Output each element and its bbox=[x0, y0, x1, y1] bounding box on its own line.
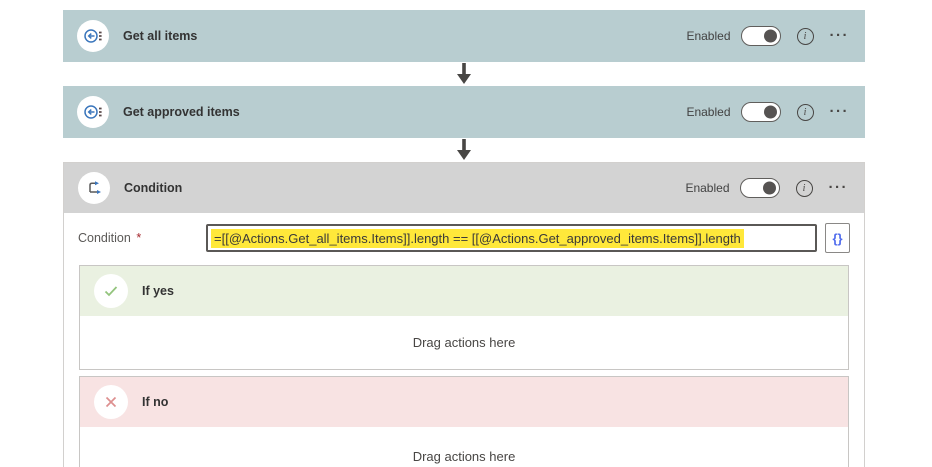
condition-card-header[interactable]: Condition Enabled i ··· bbox=[64, 163, 864, 213]
more-options-button[interactable]: ··· bbox=[829, 103, 849, 120]
expression-highlighted-text: =[[@Actions.Get_all_items.Items]].length… bbox=[211, 228, 744, 248]
enabled-toggle[interactable] bbox=[740, 102, 781, 122]
required-marker: * bbox=[136, 231, 142, 245]
check-icon bbox=[94, 274, 128, 308]
connector bbox=[63, 62, 865, 86]
get-items-icon bbox=[77, 96, 109, 128]
condition-field-label: Condition * bbox=[78, 231, 206, 245]
branch-if-yes: If yes Drag actions here bbox=[79, 265, 849, 370]
branch-label: If no bbox=[142, 395, 169, 409]
enabled-toggle[interactable] bbox=[739, 178, 780, 198]
toggle-knob bbox=[763, 105, 777, 119]
condition-title: Condition bbox=[124, 181, 183, 195]
branch-if-yes-header[interactable]: If yes bbox=[80, 266, 848, 316]
enabled-toggle[interactable] bbox=[740, 26, 781, 46]
down-arrow-icon bbox=[457, 63, 471, 84]
action-title: Get approved items bbox=[123, 105, 240, 119]
expression-builder-button[interactable]: {} bbox=[825, 223, 850, 253]
action-card-get-approved-items[interactable]: Get approved items Enabled i ··· bbox=[63, 86, 865, 138]
drop-zone[interactable]: Drag actions here bbox=[80, 427, 848, 467]
toggle-knob bbox=[762, 181, 776, 195]
more-options-button[interactable]: ··· bbox=[828, 179, 848, 196]
connector bbox=[63, 138, 865, 162]
get-items-icon bbox=[77, 20, 109, 52]
enabled-label: Enabled bbox=[686, 29, 731, 43]
condition-field-label-text: Condition bbox=[78, 231, 131, 245]
enabled-label: Enabled bbox=[686, 105, 731, 119]
condition-card: Condition Enabled i ··· Condition * =[[@… bbox=[63, 162, 865, 467]
info-icon[interactable]: i bbox=[796, 103, 814, 121]
branch-if-no: If no Drag actions here bbox=[79, 376, 849, 467]
down-arrow-icon bbox=[457, 139, 471, 160]
toggle-knob bbox=[763, 29, 777, 43]
condition-expression-input[interactable]: =[[@Actions.Get_all_items.Items]].length… bbox=[206, 224, 817, 252]
condition-branch-icon bbox=[78, 172, 110, 204]
workflow-flow: Get all items Enabled i ··· bbox=[63, 10, 865, 467]
branch-if-no-header[interactable]: If no bbox=[80, 377, 848, 427]
condition-field-row: Condition * =[[@Actions.Get_all_items.It… bbox=[64, 213, 864, 265]
branch-label: If yes bbox=[142, 284, 174, 298]
enabled-label: Enabled bbox=[685, 181, 730, 195]
info-icon[interactable]: i bbox=[796, 27, 814, 45]
info-icon[interactable]: i bbox=[795, 179, 813, 197]
action-title: Get all items bbox=[123, 29, 198, 43]
cross-icon bbox=[94, 385, 128, 419]
action-card-get-all-items[interactable]: Get all items Enabled i ··· bbox=[63, 10, 865, 62]
more-options-button[interactable]: ··· bbox=[829, 27, 849, 44]
drop-zone[interactable]: Drag actions here bbox=[80, 316, 848, 369]
